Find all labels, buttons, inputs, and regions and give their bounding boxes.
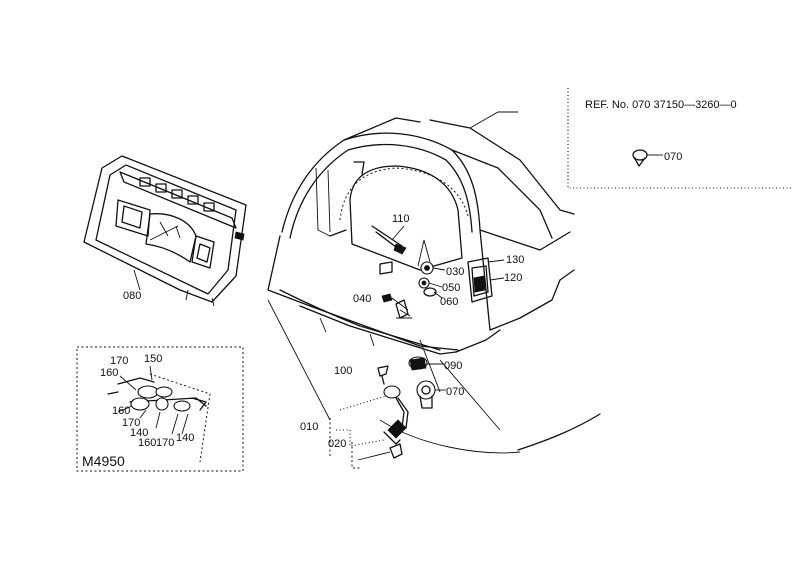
instrument-panel-assembly: [83, 155, 247, 307]
label-070: 070: [446, 386, 464, 398]
key-020-icon: [357, 443, 403, 461]
key-100-icon: [377, 365, 389, 385]
label-120: 120: [504, 272, 522, 284]
inset-label-170a: 170: [110, 355, 128, 367]
inset-model-code: M4950: [82, 453, 125, 469]
label-010: 010: [300, 421, 318, 433]
plug-070-lower-icon: [416, 380, 446, 409]
inset-label-160c: 160: [138, 437, 156, 449]
reference-number: REF. No. 070 37150—3260—0: [585, 99, 737, 111]
plug-070-icon: [632, 149, 663, 167]
inset-label-160a: 160: [100, 367, 118, 379]
inset-label-170c: 170: [156, 437, 174, 449]
inset-border: [76, 346, 244, 472]
inset-label-160b: 160: [112, 405, 130, 417]
inset-label-140c: 140: [176, 432, 194, 444]
label-020: 020: [328, 438, 346, 450]
label-130: 130: [506, 254, 524, 266]
reference-box: REF. No. 070 37150—3260—0 070: [567, 88, 793, 189]
label-100: 100: [334, 365, 352, 377]
group-bracket: [329, 418, 360, 469]
switch-090-icon: [408, 356, 444, 371]
warning-lamps: [139, 177, 215, 212]
inset-m4950: [76, 346, 244, 472]
label-060: 060: [440, 296, 458, 308]
reference-part-label: 070: [664, 151, 682, 163]
washer-hose-110: [371, 225, 407, 255]
inset-label-150: 150: [144, 353, 162, 365]
label-050: 050: [442, 282, 460, 294]
inset-label-140b: 140: [130, 427, 148, 439]
label-110: 110: [392, 213, 410, 225]
label-040: 040: [353, 293, 371, 305]
bracket-icon: [379, 261, 393, 275]
wiper-pivot-assembly: [417, 239, 446, 299]
rear-body-outline: [267, 111, 601, 454]
label-080: 080: [123, 290, 141, 302]
inset-label-170b: 170: [122, 417, 140, 429]
tail-lamp-assembly: [467, 257, 505, 303]
bolt-040-icon: [381, 293, 412, 319]
label-090: 090: [444, 360, 462, 372]
lock-cylinder-010: [336, 385, 409, 447]
label-030: 030: [446, 266, 464, 278]
